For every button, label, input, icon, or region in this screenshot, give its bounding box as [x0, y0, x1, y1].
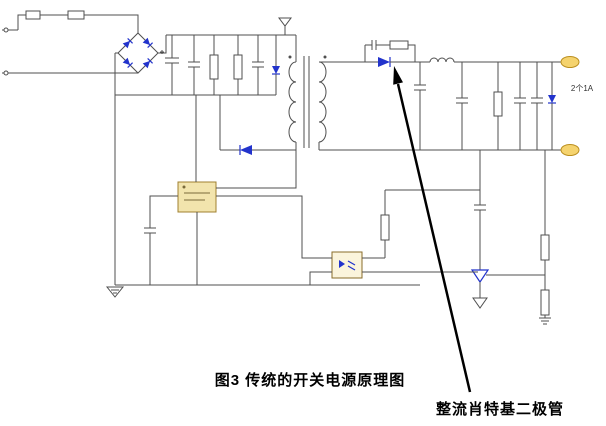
opto-bias-resistor	[380, 214, 390, 241]
drain-wire	[216, 150, 297, 189]
optocoupler	[216, 195, 478, 285]
output-label: 2个1A	[571, 84, 594, 93]
output-terminal-positive	[560, 56, 580, 68]
figure-caption: 图3 传统的开关电源原理图	[214, 372, 406, 389]
startup-resistor	[209, 35, 219, 95]
shunt-regulator	[470, 269, 490, 309]
bridge-rectifier	[115, 32, 167, 74]
transformer	[288, 35, 365, 150]
output-capacitor-1	[456, 62, 468, 150]
primary-diode	[272, 35, 280, 95]
post-diode-capacitor	[414, 62, 426, 150]
clamp-capacitor	[252, 35, 264, 95]
bulk-capacitor	[160, 35, 179, 95]
clamp-diode	[219, 95, 296, 155]
output-terminal-return	[560, 144, 580, 156]
pwm-controller-ic	[144, 95, 297, 285]
secondary-ground-symbol	[472, 297, 488, 309]
bleeder-resistor	[493, 62, 503, 150]
snubber-network	[364, 40, 416, 62]
phase-dot-primary	[288, 55, 292, 59]
filter-capacitor-1	[188, 35, 200, 95]
ac-input-terminals	[2, 14, 138, 76]
earth-symbol-top	[278, 17, 292, 35]
pin1-dot	[182, 185, 186, 189]
annotation-label: 整流肖特基二极管	[436, 401, 565, 418]
primary-ground-symbol	[105, 286, 125, 298]
primary-dc-rails	[114, 34, 420, 286]
clamp-resistor	[233, 35, 243, 95]
inrush-limiter	[67, 10, 139, 33]
fuse	[25, 10, 68, 20]
phase-dot-secondary	[323, 55, 327, 59]
output-capacitor-2	[514, 62, 526, 150]
schottky-diode	[365, 57, 430, 67]
secondary-winding	[318, 61, 327, 143]
output-inductor	[319, 57, 561, 151]
annotation-arrow	[393, 66, 472, 393]
feedback-network	[380, 150, 486, 270]
zener-diode	[548, 62, 556, 150]
output-capacitor-3	[531, 62, 543, 150]
primary-winding	[288, 61, 297, 143]
voltage-divider	[486, 150, 551, 325]
